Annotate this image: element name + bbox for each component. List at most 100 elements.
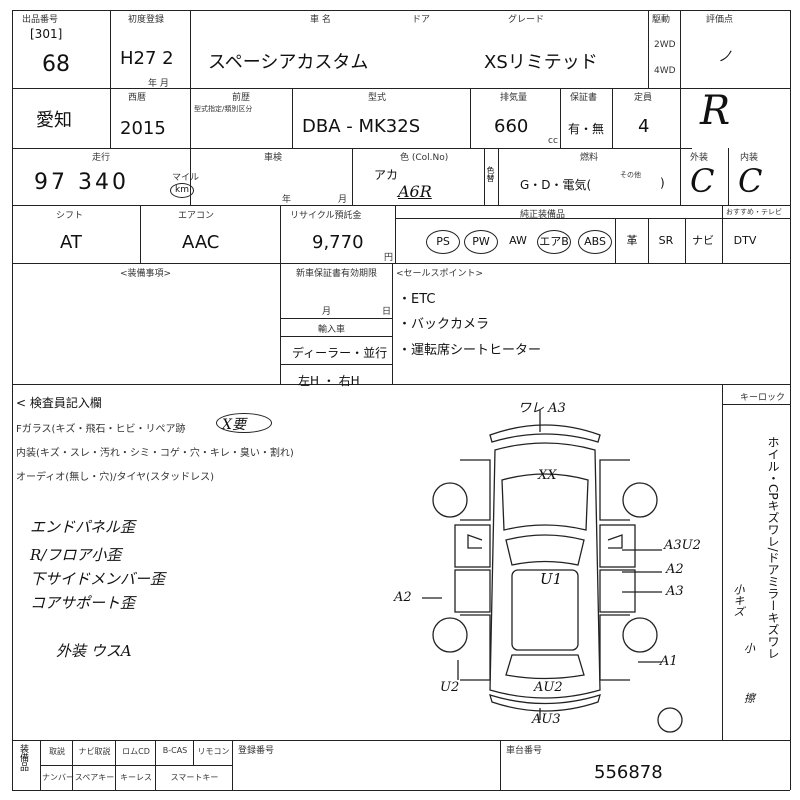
displacement-label: 排気量 [500,93,528,103]
sales-point-3: ・運転席シートヒーター [398,343,542,358]
car-diagram [422,410,683,733]
mark-rear-au3: AU3 [532,712,561,727]
model-label: 車 名 [310,15,331,25]
sales-label: <セールスポイント> [396,269,484,279]
recycle-amount: 9,770 [312,232,364,253]
model-code: DBA - MK32S [302,116,421,137]
exterior-grade: C [690,162,715,200]
inspector-note-circle [216,413,272,433]
reg-label: 初度登録 [128,15,165,25]
equip-item: ナビ [692,234,714,247]
inspector-line-3: オーディオ(無し・穴)/タイヤ(スタッドレス) [16,472,214,483]
footer-item-top: ロムCD [122,747,150,756]
footer-item-top: 取説 [49,747,65,756]
sales-point-1: ・ETC [398,292,436,307]
color-code: A6R [398,182,432,201]
inspection-year: 年 [282,195,292,205]
chassis-label: 車台番号 [506,746,543,756]
displacement: 660 [494,116,529,137]
mark-roof: U1 [540,570,563,588]
color-label: 色 (Col.No) [400,153,449,163]
capacity-label: 定員 [634,93,653,103]
equip-item: ABS [578,230,612,254]
history-sub: 型式指定/類別区分 [194,105,253,113]
footer-item-bottom: キーレス [120,773,152,782]
footer-item-bottom: スマートキー [170,773,219,782]
mark-right-a302: A3U2 [664,538,701,553]
recycle-label: リサイクル預託金 [290,211,362,221]
tv-label: おすすめ・テレビ [726,208,782,216]
rating-value: R [700,88,731,134]
mark-bonnet: XX [538,468,557,483]
footer-item-bottom: スペアキー [74,773,115,782]
interior-grade: C [738,162,763,200]
mark-rear-au2: AU2 [534,680,563,695]
fuel-label: 燃料 [580,153,599,163]
capacity: 4 [638,116,650,137]
hand-note-3: 下サイドメンバー歪 [30,570,166,588]
reg-no-label: 登録番号 [238,746,275,756]
warranty: 有・無 [568,122,605,136]
reg-unit: 年 月 [148,79,169,89]
shift-label: シフト [56,211,84,221]
fuel-options: G・D・電気( [520,178,592,192]
footer-item-top: ナビ取説 [78,747,111,756]
footer-item-top: B-CAS [162,746,188,755]
model-code-label: 型式 [368,93,387,103]
reg-value: H27 2 [120,48,174,69]
mark-rear-right-a1: A1 [660,654,678,669]
mark-left-a2: A2 [394,590,412,605]
side-note-3: 擦 [744,692,755,705]
lot-sub: [301] [30,27,63,41]
period-day: 日 [382,307,392,317]
warranty-label: 保証書 [570,93,598,103]
region: 愛知 [36,110,72,131]
drive-4wd: 4WD [654,66,676,76]
equip-item: AW [509,234,527,247]
inspection-label: 車検 [264,153,283,163]
equip-label: 純正装備品 [520,210,566,220]
exterior-label: 外装 [690,153,709,163]
equip-item: PS [426,230,460,254]
year-label: 西暦 [128,93,147,103]
rating-mark: ノ [718,49,732,65]
equip-item: PW [464,230,498,254]
ac: AAC [182,232,220,253]
drive-2wd: 2WD [654,40,676,50]
mark-right-a3: A3 [666,584,684,599]
fuel-close: ) [660,176,665,190]
hand-note-4: コアサポート歪 [30,594,136,612]
inspector-line-2: 内装(キズ・スレ・汚れ・シミ・コゲ・穴・キレ・臭い・割れ) [16,448,294,459]
footer-item-top: リモコン [197,747,230,756]
hand-note-1: エンドパネル歪 [30,518,136,536]
recycle-unit: 円 [384,253,394,263]
ac-label: エアコン [178,211,215,221]
grade-value: XSリミテッド [484,52,598,73]
rating-label: 評価点 [706,15,734,25]
inspector-title: < 検査員記入欄 [16,396,102,410]
mark-rear-left-u2: U2 [440,680,460,695]
side-note-1: 小キズ [732,584,745,617]
hand-note-2: R/フロア小歪 [30,546,122,564]
footer-equip-label: 装備品 [18,744,28,771]
mileage-label: 走行 [92,153,111,163]
inspector-line-1: Fガラス(キズ・飛石・ヒビ・リペア跡 [16,424,186,435]
color-change: 色替 [486,166,495,182]
lot-label: 出品番号 [22,15,59,25]
inspection-month: 月 [338,195,348,205]
displacement-unit: cc [548,136,558,146]
side-vertical-text: ホイル・CPキズワレ/ドアミラーキズワレ [766,436,780,660]
exterior-note: 外装 ウスA [56,642,132,660]
door-label: ドア [412,15,431,25]
grade-label: グレード [508,15,545,25]
mileage-unit: km [170,183,194,198]
side-note-2: 小 [744,642,755,655]
equip-item: DTV [733,234,757,247]
history-label: 前歴 [232,93,251,103]
footer-item-bottom: ナンバー [42,773,74,782]
shift: AT [60,232,82,253]
color: アカ [374,168,399,182]
mileage-alt: マイル [172,173,200,183]
import-value: ディーラー・並行 [292,346,388,360]
equip-item: 革 [626,234,638,247]
